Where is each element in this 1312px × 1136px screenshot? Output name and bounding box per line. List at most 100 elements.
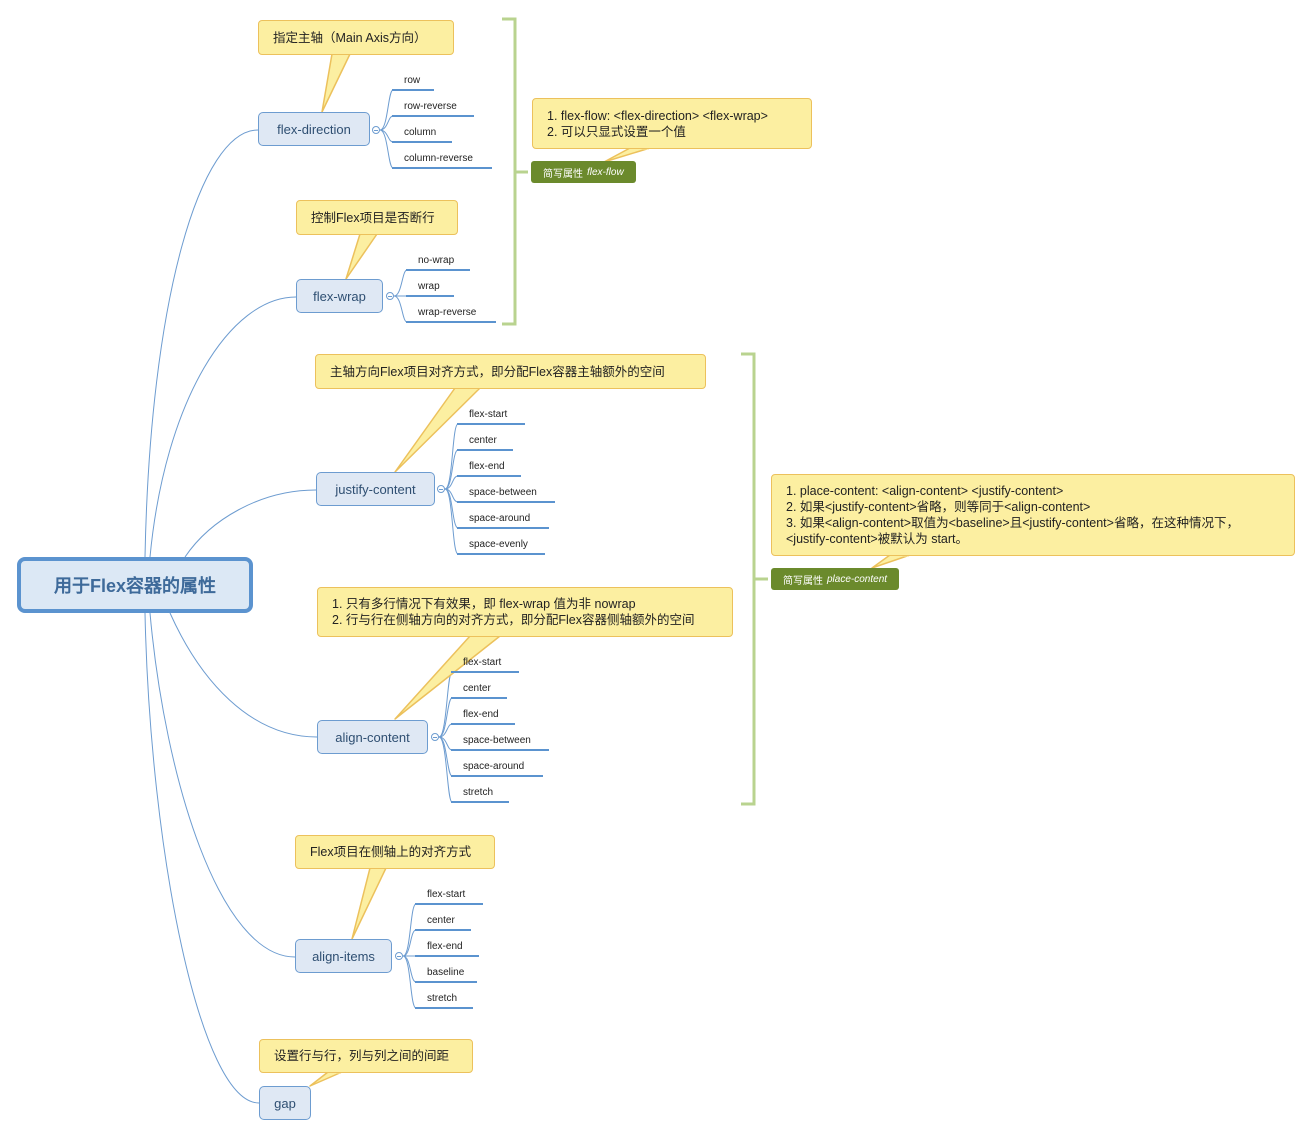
branch-gap: [144, 612, 260, 1104]
note-gap: 设置行与行，列与列之间的间距: [259, 1039, 473, 1073]
branch-align-content: [169, 612, 318, 738]
pointer-align-content: [394, 635, 501, 720]
leaf-row-reverse[interactable]: row-reverse: [392, 101, 474, 117]
leaf-space-between[interactable]: space-between: [451, 735, 549, 751]
leaf-center[interactable]: center: [415, 915, 471, 931]
summary-line: 3. 如果<align-content>取值为<baseline>且<justi…: [786, 516, 1239, 530]
note-flex-wrap: 控制Flex项目是否断行: [296, 200, 458, 235]
leaf-flex-end[interactable]: flex-end: [457, 461, 521, 477]
leaf-stretch[interactable]: stretch: [451, 787, 509, 803]
pointer-flex-flow: [603, 147, 651, 163]
topic-gap[interactable]: gap: [259, 1086, 311, 1120]
leaf-flex-start[interactable]: flex-start: [415, 889, 483, 905]
note-justify-content: 主轴方向Flex项目对齐方式，即分配Flex容器主轴额外的空间: [315, 354, 706, 389]
leaf-column[interactable]: column: [392, 127, 452, 143]
topic-flex-direction[interactable]: flex-direction: [258, 112, 370, 146]
branch-flex-direction: [144, 129, 259, 558]
note-align-items: Flex项目在侧轴上的对齐方式: [295, 835, 495, 869]
summary-line: 2. 可以只显式设置一个值: [547, 124, 686, 139]
collapse-icon[interactable]: [395, 952, 403, 960]
leaf-flex-start[interactable]: flex-start: [451, 657, 519, 673]
leaf-line: [438, 697, 453, 738]
note-align-content: 1. 只有多行情况下有效果，即 flex-wrap 值为非 nowrap 2. …: [317, 587, 733, 637]
tag-flex-flow[interactable]: 简写属性 flex-flow: [531, 161, 636, 183]
leaf-line: [444, 475, 459, 490]
leaf-line: [444, 488, 459, 555]
topic-justify-content[interactable]: justify-content: [316, 472, 435, 506]
leaf-space-between[interactable]: space-between: [457, 487, 555, 503]
topic-label: gap: [274, 1095, 296, 1111]
branch-justify-content: [184, 489, 317, 558]
tag-prefix: 简写属性: [783, 575, 823, 587]
leaf-row[interactable]: row: [392, 75, 434, 91]
collapse-icon[interactable]: [431, 733, 439, 741]
leaf-line: [379, 129, 394, 169]
topic-label: flex-wrap: [313, 288, 366, 304]
summary-line: 1. flex-flow: <flex-direction> <flex-wra…: [547, 108, 768, 123]
leaf-line: [393, 269, 408, 297]
summary-line: 2. 如果<justify-content>省略，则等同于<align-cont…: [786, 500, 1091, 514]
note-text: 主轴方向Flex项目对齐方式，即分配Flex容器主轴额外的空间: [330, 364, 665, 379]
branch-align-items: [149, 612, 296, 958]
note-text: 指定主轴（Main Axis方向）: [273, 30, 427, 45]
leaf-line: [402, 903, 417, 957]
leaf-line: [402, 955, 417, 1009]
leaf-line: [444, 423, 459, 490]
leaf-baseline[interactable]: baseline: [415, 967, 477, 983]
note-line: 1. 只有多行情况下有效果，即 flex-wrap 值为非 nowrap: [332, 597, 636, 611]
summary-place-content: 1. place-content: <align-content> <justi…: [771, 474, 1295, 556]
pointer-flex-direction: [321, 53, 351, 113]
note-flex-direction: 指定主轴（Main Axis方向）: [258, 20, 454, 55]
bracket-place-content: [741, 352, 768, 806]
leaf-line: [393, 295, 408, 323]
note-line: 2. 行与行在侧轴方向的对齐方式，即分配Flex容器侧轴额外的空间: [332, 613, 695, 627]
note-text: 设置行与行，列与列之间的间距: [274, 1049, 450, 1063]
leaf-line: [438, 736, 453, 803]
leaf-center[interactable]: center: [457, 435, 513, 451]
summary-flex-flow: 1. flex-flow: <flex-direction> <flex-wra…: [532, 98, 812, 149]
leaf-line: [379, 115, 394, 131]
collapse-icon[interactable]: [386, 292, 394, 300]
topic-flex-wrap[interactable]: flex-wrap: [296, 279, 383, 313]
leaf-wrap[interactable]: wrap: [406, 281, 454, 297]
bracket-flex-flow: [502, 17, 528, 326]
pointer-justify-content: [394, 387, 481, 473]
note-text: 控制Flex项目是否断行: [311, 210, 435, 225]
note-text: Flex项目在侧轴上的对齐方式: [310, 845, 472, 859]
tag-name: place-content: [827, 573, 888, 585]
collapse-icon[interactable]: [437, 485, 445, 493]
leaf-line: [438, 723, 453, 738]
pointer-gap: [309, 1071, 343, 1087]
leaf-flex-end[interactable]: flex-end: [415, 941, 479, 957]
root-topic[interactable]: 用于Flex容器的属性: [17, 557, 253, 613]
leaf-space-evenly[interactable]: space-evenly: [457, 539, 545, 555]
topic-label: flex-direction: [277, 121, 351, 137]
leaf-flex-start[interactable]: flex-start: [457, 409, 525, 425]
leaf-line: [402, 929, 417, 957]
leaf-stretch[interactable]: stretch: [415, 993, 473, 1009]
leaf-flex-end[interactable]: flex-end: [451, 709, 515, 725]
summary-line: 1. place-content: <align-content> <justi…: [786, 484, 1064, 498]
tag-place-content[interactable]: 简写属性 place-content: [771, 568, 900, 590]
leaf-no-wrap[interactable]: no-wrap: [406, 255, 470, 271]
tag-name: flex-flow: [587, 166, 624, 178]
topic-align-content[interactable]: align-content: [317, 720, 428, 754]
topic-label: align-items: [312, 948, 375, 964]
leaf-column-reverse[interactable]: column-reverse: [392, 153, 492, 169]
leaf-space-around[interactable]: space-around: [451, 761, 543, 777]
summary-line: <justify-content>被默认为 start。: [786, 532, 969, 546]
topic-label: justify-content: [335, 481, 416, 497]
root-topic-label: 用于Flex容器的属性: [53, 576, 217, 596]
leaf-line: [379, 89, 394, 131]
pointer-place-content: [871, 554, 911, 569]
branch-flex-wrap: [149, 296, 297, 558]
leaf-center[interactable]: center: [451, 683, 507, 699]
leaf-space-around[interactable]: space-around: [457, 513, 549, 529]
leaf-wrap-reverse[interactable]: wrap-reverse: [406, 307, 496, 323]
topic-align-items[interactable]: align-items: [295, 939, 392, 973]
pointer-flex-wrap: [345, 233, 378, 280]
collapse-icon[interactable]: [372, 126, 380, 134]
topic-label: align-content: [335, 729, 410, 745]
pointer-align-items: [351, 867, 387, 940]
